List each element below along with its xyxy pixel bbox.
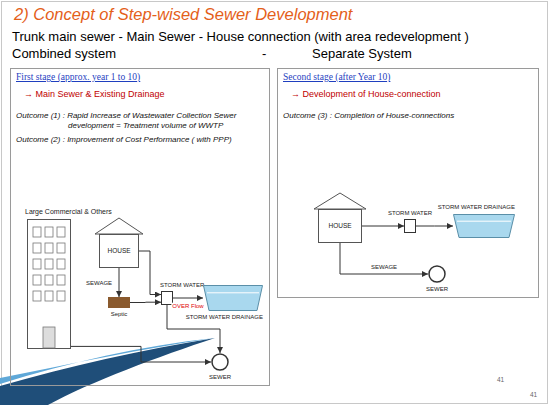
subtitle-text: Trunk main sewer - Main Sewer - House co… xyxy=(12,29,469,44)
pipe-connector xyxy=(340,243,428,274)
part-label: SEWER xyxy=(426,286,448,293)
pipe-connector xyxy=(71,346,211,362)
storm-water-inlet: STORM WATER xyxy=(161,291,173,305)
pipe-connector xyxy=(173,298,203,299)
stage-summary: → Development of House-connection xyxy=(283,89,533,99)
house: HOUSE xyxy=(318,209,362,243)
part-label: STORM WATER DRAINAGE xyxy=(186,314,263,321)
sewer-pipe-outline xyxy=(211,353,229,371)
pipe-connector xyxy=(139,251,161,295)
sewer-pipe-outline xyxy=(428,265,446,283)
stage-panel: Large Commercial & OthersHOUSESepticSTOR… xyxy=(10,68,270,386)
flow-label: OVER Flow xyxy=(171,303,204,310)
part-label: HOUSE xyxy=(107,247,130,254)
subtitle-text: - xyxy=(262,46,266,61)
page-number: 41 xyxy=(497,376,504,383)
page-number: 41 xyxy=(530,391,537,398)
flow-label: SEWAGE xyxy=(85,279,113,286)
pipe-connector xyxy=(130,302,161,303)
part-label: HOUSE xyxy=(328,222,351,229)
storm-water-drainage-outline xyxy=(203,285,263,311)
storm-water-inlet: STORM WATER xyxy=(404,219,416,233)
storm-water-drainage: STORM WATER DRAINAGE xyxy=(203,285,263,311)
outcome-text: Outcome (1) : Rapid Increase of Wastewat… xyxy=(16,111,264,131)
part-label: STORM WATER DRAINAGE xyxy=(438,204,515,211)
storm-water-drainage-outline xyxy=(453,214,515,238)
outcome-text: Outcome (2) : Improvement of Cost Perfor… xyxy=(16,135,264,145)
house: HOUSE xyxy=(99,234,139,268)
part-label: Septic xyxy=(111,311,128,318)
sewer-pipe: SEWER xyxy=(211,353,229,371)
pipe-connector xyxy=(119,268,120,297)
septic-tank: Septic xyxy=(108,297,130,308)
part-label: Large Commercial & Others xyxy=(25,208,112,216)
pipe-connector xyxy=(167,305,220,353)
outcome-text: Outcome (3) : Completion of House-connec… xyxy=(283,111,533,121)
slide-title: 2) Concept of Step-wised Sewer Developme… xyxy=(14,5,352,24)
commercial-building-outline xyxy=(27,219,71,349)
stage-panel: HOUSE STORM WATER STORM WATER DRAINAGE SEWE… xyxy=(277,68,539,298)
stage-heading: Second stage (after Year 10) xyxy=(283,72,533,82)
stage-summary: → Main Sewer & Existing Drainage xyxy=(16,89,264,99)
part-label: SEWER xyxy=(209,374,231,381)
pipe-connector xyxy=(362,226,404,227)
commercial-building: Large Commercial & Others xyxy=(27,219,71,349)
storm-water-drainage: STORM WATER DRAINAGE xyxy=(453,214,515,238)
part-label: STORM WATER xyxy=(388,210,432,217)
part-label: STORM WATER xyxy=(160,282,204,289)
stage-heading: First stage (approx. year 1 to 10) xyxy=(16,72,264,82)
sewer-pipe: SEWER xyxy=(428,265,446,283)
subtitle-text: Separate System xyxy=(312,46,412,61)
subtitle-text: Combined system xyxy=(12,46,116,61)
flow-label: SEWAGE xyxy=(370,264,398,271)
pipe-connector xyxy=(416,226,453,227)
